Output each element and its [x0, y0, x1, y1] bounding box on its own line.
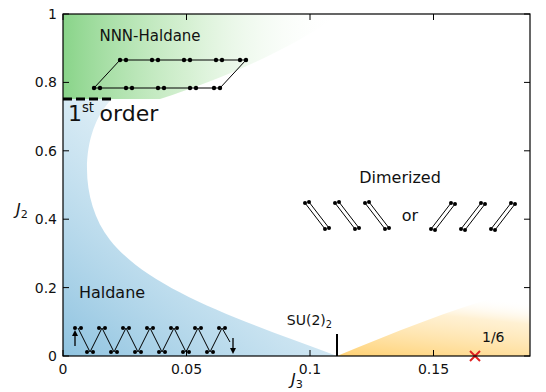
text-label: Dimerized — [359, 170, 441, 186]
text-label: 0.2 — [35, 281, 57, 295]
dimer-bonds — [305, 202, 515, 230]
nnn-haldane-region — [63, 14, 340, 99]
critical-line — [336, 334, 338, 356]
text-label: 0.1 — [299, 362, 321, 376]
text-label: 0.4 — [35, 212, 57, 226]
label-text: 1/6 — [482, 329, 505, 345]
label-text: 1 — [48, 6, 57, 22]
label-text: 0 — [59, 361, 68, 377]
label-text: 0.4 — [35, 211, 57, 227]
label-text: 0.15 — [418, 361, 449, 377]
label-text: NNN-Haldane — [99, 27, 200, 45]
dimerized-region — [337, 288, 530, 356]
ladder-illustration — [94, 60, 246, 88]
label-text: Dimerized — [359, 168, 441, 187]
text-label: 0.15 — [418, 362, 449, 376]
label-text: 0.05 — [171, 361, 202, 377]
label-text: 2 — [326, 319, 332, 330]
text-label: or — [402, 208, 418, 224]
text-label: SU(2)2 — [287, 313, 332, 330]
text-label: 0 — [59, 362, 68, 376]
text-label: 0.05 — [171, 362, 202, 376]
axes-frame — [63, 14, 530, 356]
label-text: 3 — [296, 378, 303, 391]
haldane-region — [63, 99, 337, 356]
text-label: 0 — [48, 349, 57, 363]
text-label: J2 — [16, 202, 28, 221]
label-text: Haldane — [79, 283, 145, 302]
text-label: 0.8 — [35, 75, 57, 89]
label-text: 2 — [21, 208, 28, 221]
text-label: 1 — [48, 7, 57, 21]
label-text: 0 — [48, 348, 57, 364]
text-label: J3 — [291, 372, 303, 391]
label-text: 0.6 — [35, 143, 57, 159]
label-text: 0.8 — [35, 74, 57, 90]
text-label: 0.6 — [35, 144, 57, 158]
label-text: 0.2 — [35, 280, 57, 296]
label-text: order — [100, 101, 159, 126]
text-label: NNN-Haldane — [99, 29, 200, 44]
text-label: 1/6 — [482, 330, 505, 344]
label-text: or — [402, 206, 418, 225]
zigzag-chain — [72, 326, 236, 354]
label-text: 0.1 — [299, 361, 321, 377]
label-text: J — [291, 370, 296, 389]
text-label: Haldane — [79, 285, 145, 301]
label-text: J — [16, 200, 21, 219]
text-label: 1storder — [68, 101, 158, 125]
axis-ticks — [63, 14, 530, 356]
label-text: st — [82, 100, 94, 115]
dimer-sites — [303, 200, 517, 232]
label-text: SU(2) — [287, 312, 326, 328]
label-text: 1 — [68, 101, 82, 126]
ladder-sites — [92, 58, 248, 90]
